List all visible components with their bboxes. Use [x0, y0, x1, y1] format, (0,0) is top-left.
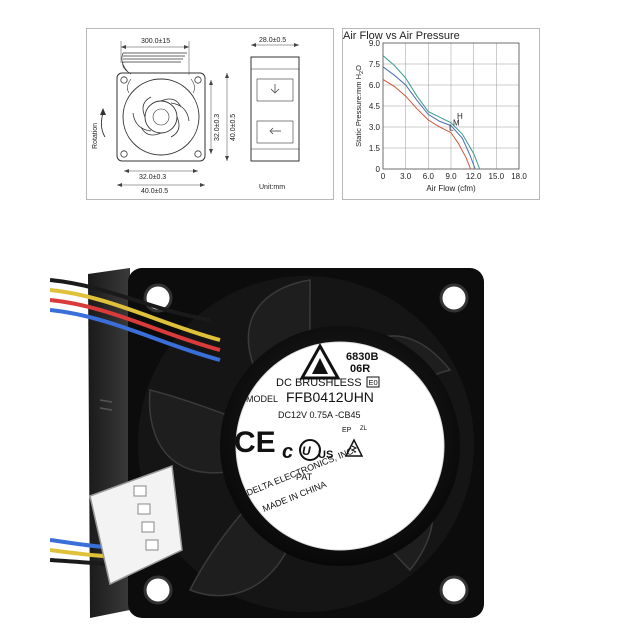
y-tick-label: 4.5 [369, 102, 381, 111]
rotation-label: Rotation [92, 123, 99, 149]
y-tick-label: 3.0 [369, 123, 381, 132]
chart-grid [382, 42, 520, 170]
chart-axes [382, 42, 520, 170]
rotation-arrow-icon [100, 108, 106, 115]
label-model-caption: MODEL [246, 394, 278, 404]
zl-mark: ZL [360, 426, 368, 432]
svg-text:c: c [282, 441, 293, 463]
x-tick-label: 15.0 [489, 172, 505, 181]
dim-size-vertical: 40.0±0.5 [230, 114, 237, 141]
x-tick-label: 0 [381, 172, 386, 181]
warning-triangle-icon [344, 438, 364, 457]
chart-labels: 0 3.0 6.0 9.0 12.0 15.0 18.0 0 1.5 3.0 4.5 6.0 7.5 9.… [369, 39, 527, 181]
label-model: FFB0412UHN [286, 389, 374, 405]
cable-dimension: 300.0±15 [120, 38, 190, 75]
series-label-m: M [453, 119, 460, 128]
dimension-drawing: 300.0±15 Rotation [86, 28, 334, 200]
chart-series [382, 55, 481, 170]
fan-photo: 6830B 06R DC BRUSHLESS E0 MODEL FFB0412U… [50, 268, 484, 618]
label-rating: DC12V 0.75A -CB45 [278, 410, 361, 420]
label-type-badge: E0 [369, 378, 378, 387]
horizontal-dimensions: 32.0±0.3 40.0±0.5 [117, 169, 205, 195]
plot-frame [382, 42, 520, 170]
airflow-chart-panel: Air Flow vs Air Pressure 0 3.0 6.0 9.0 12.0 1… [342, 28, 540, 200]
series-label-l: L [449, 124, 454, 133]
airflow-arrow-icon [270, 84, 280, 94]
series-line-h [382, 55, 481, 170]
ul-logo: c U [282, 439, 321, 463]
dim-cable-text: 300.0±15 [141, 38, 170, 45]
y-tick-label: 6.0 [369, 81, 381, 90]
y-axis-label: Static Pressure:mm H2O [354, 65, 365, 147]
ul-us-text: US [318, 449, 333, 461]
x-tick-label: 12.0 [466, 172, 482, 181]
dim-hole-horizontal: 32.0±0.3 [139, 174, 166, 181]
label-type: DC BRUSHLESS [276, 377, 362, 389]
x-axis-label: Air Flow (cfm) [426, 184, 476, 193]
svg-text:U: U [302, 444, 311, 458]
airflow-chart: Air Flow vs Air Pressure 0 3.0 6.0 9.0 12.0 1… [343, 30, 527, 193]
y-axis-label-sub: 2 [359, 71, 365, 74]
y-tick-label: 0 [376, 165, 381, 174]
delta-logo [299, 342, 341, 380]
y-axis-label-end: O [354, 65, 363, 71]
dim-size-horizontal: 40.0±0.5 [141, 188, 168, 195]
vertical-dimensions: 32.0±0.3 40.0±0.5 [209, 73, 237, 161]
y-tick-label: 9.0 [369, 39, 381, 48]
fan-cables [50, 278, 221, 568]
rotation-indicator: Rotation [92, 108, 106, 149]
y-tick-label: 1.5 [369, 144, 381, 153]
label-pat: PAT [296, 472, 313, 482]
side-arrow-mark [99, 399, 113, 411]
dim-hole-vertical: 32.0±0.3 [214, 114, 221, 141]
y-axis-label-main: Static Pressure:mm H [354, 74, 363, 147]
label-lot1: 6830B [346, 351, 378, 363]
x-tick-label: 6.0 [423, 172, 435, 181]
rotation-direction-icon [269, 127, 281, 135]
side-view: 28.0±0.5 Unit:mm [250, 37, 300, 191]
series-label-h: H [457, 112, 463, 121]
ep-mark: EP [342, 427, 352, 434]
series-line-m [382, 66, 476, 170]
chart-title: Air Flow vs Air Pressure [343, 30, 460, 42]
x-tick-label: 18.0 [511, 172, 527, 181]
product-label [235, 341, 445, 551]
series-line-l [382, 78, 472, 170]
mounting-holes [143, 283, 469, 605]
label-lot2: 06R [350, 363, 370, 375]
unit-label: Unit:mm [259, 184, 285, 191]
ce-mark: CE [234, 426, 276, 459]
drawing-svg: 300.0±15 Rotation [92, 37, 300, 195]
front-view [116, 72, 206, 162]
fan-connector [89, 464, 183, 586]
x-tick-label: 3.0 [400, 172, 412, 181]
y-tick-label: 7.5 [369, 60, 381, 69]
dim-depth-text: 28.0±0.5 [259, 37, 286, 44]
cable-wires [121, 52, 187, 75]
x-tick-label: 9.0 [445, 172, 457, 181]
